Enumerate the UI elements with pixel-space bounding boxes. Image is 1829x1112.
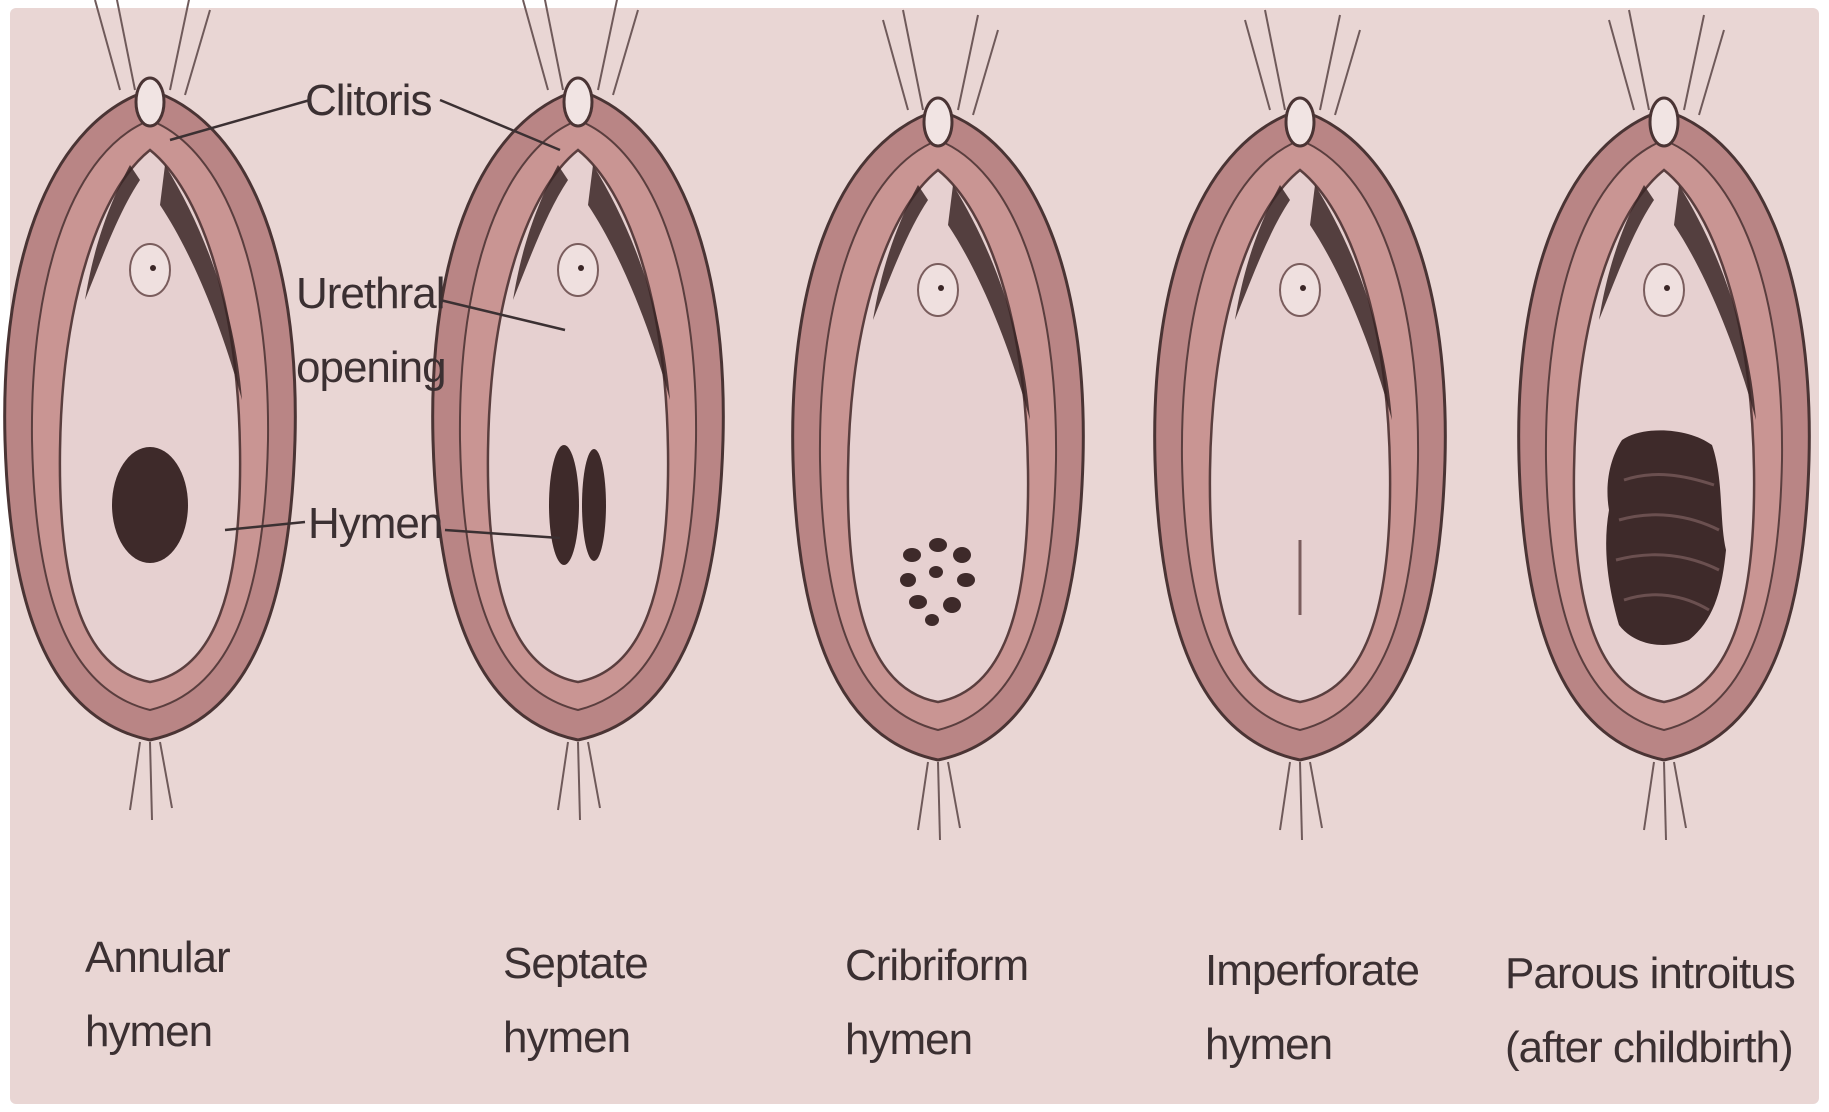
callout-clitoris: Clitoris xyxy=(305,76,431,125)
septate-opening-right xyxy=(582,449,606,561)
label-parous-line1: Parous introitus xyxy=(1505,949,1795,998)
septate-opening-left xyxy=(549,445,579,565)
panel-parous xyxy=(1519,10,1810,840)
label-imperforate-line2: hymen xyxy=(1205,1020,1332,1069)
callout-urethral-line2: opening xyxy=(296,343,446,392)
label-annular-line2: hymen xyxy=(85,1007,212,1056)
panel-cribriform xyxy=(793,10,1084,840)
parous-opening xyxy=(1606,430,1726,645)
callout-urethral-line1: Urethral xyxy=(296,269,445,318)
callout-hymen: Hymen xyxy=(308,499,442,548)
label-annular-line1: Annular xyxy=(85,933,230,982)
label-septate-line2: hymen xyxy=(503,1013,630,1062)
annular-opening xyxy=(112,447,188,563)
label-imperforate-line1: Imperforate xyxy=(1205,946,1419,995)
panel-annular xyxy=(5,0,296,820)
label-septate-line1: Septate xyxy=(503,939,648,988)
label-cribriform-line1: Cribriform xyxy=(845,941,1028,990)
label-parous-line2: (after childbirth) xyxy=(1505,1023,1793,1072)
panel-septate xyxy=(433,0,724,820)
panel-imperforate xyxy=(1155,10,1446,840)
label-cribriform-line2: hymen xyxy=(845,1015,972,1064)
